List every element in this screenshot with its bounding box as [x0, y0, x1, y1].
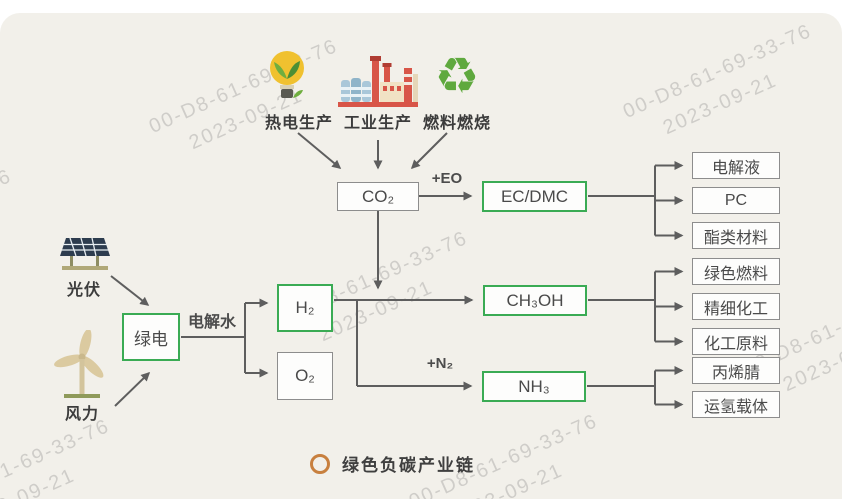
recycle-glyph: ♻ [434, 48, 480, 104]
source-label-thermal: 热电生产 [264, 115, 333, 132]
output-chemical-feedstock: 化工原料 [692, 328, 780, 355]
output-acrylonitrile: 丙烯腈 [692, 357, 780, 384]
output-ester-materials: 酯类材料 [692, 222, 780, 249]
node-green-power: 绿电 [122, 313, 180, 361]
output-fine-chemicals: 精细化工 [692, 293, 780, 320]
wind-turbine-icon [48, 330, 112, 402]
energy-label-solar: 光伏 [66, 282, 101, 299]
source-label-fuel: 燃料燃烧 [422, 115, 491, 132]
node-ec-dmc: EC/DMC [482, 181, 587, 212]
legend-ring-icon [310, 453, 330, 474]
solar-panel-icon [56, 236, 112, 274]
factory-icon [338, 54, 418, 108]
edge-label-n2: +N₂ [426, 355, 454, 372]
node-nh3: NH₃ [482, 371, 586, 402]
recycle-icon: ♻ [431, 48, 483, 104]
legend-label: 绿色负碳产业链 [342, 456, 475, 475]
source-label-industry: 工业生产 [343, 115, 412, 132]
output-electrolyte: 电解液 [692, 152, 780, 179]
card-background [0, 13, 842, 499]
output-green-fuel: 绿色燃料 [692, 258, 780, 285]
output-pc: PC [692, 187, 780, 214]
edge-label-electrolysis: 电解水 [187, 314, 236, 331]
legend: 绿色负碳产业链 [310, 451, 475, 476]
node-o2: O₂ [277, 352, 333, 400]
node-ch3oh: CH₃OH [483, 285, 587, 316]
bulb-icon [263, 48, 311, 108]
output-hydrogen-carrier: 运氢载体 [692, 391, 780, 418]
node-co2: CO₂ [337, 182, 419, 211]
edge-label-eo: +EO [431, 170, 463, 187]
node-h2: H₂ [277, 284, 333, 332]
energy-label-wind: 风力 [64, 406, 99, 423]
